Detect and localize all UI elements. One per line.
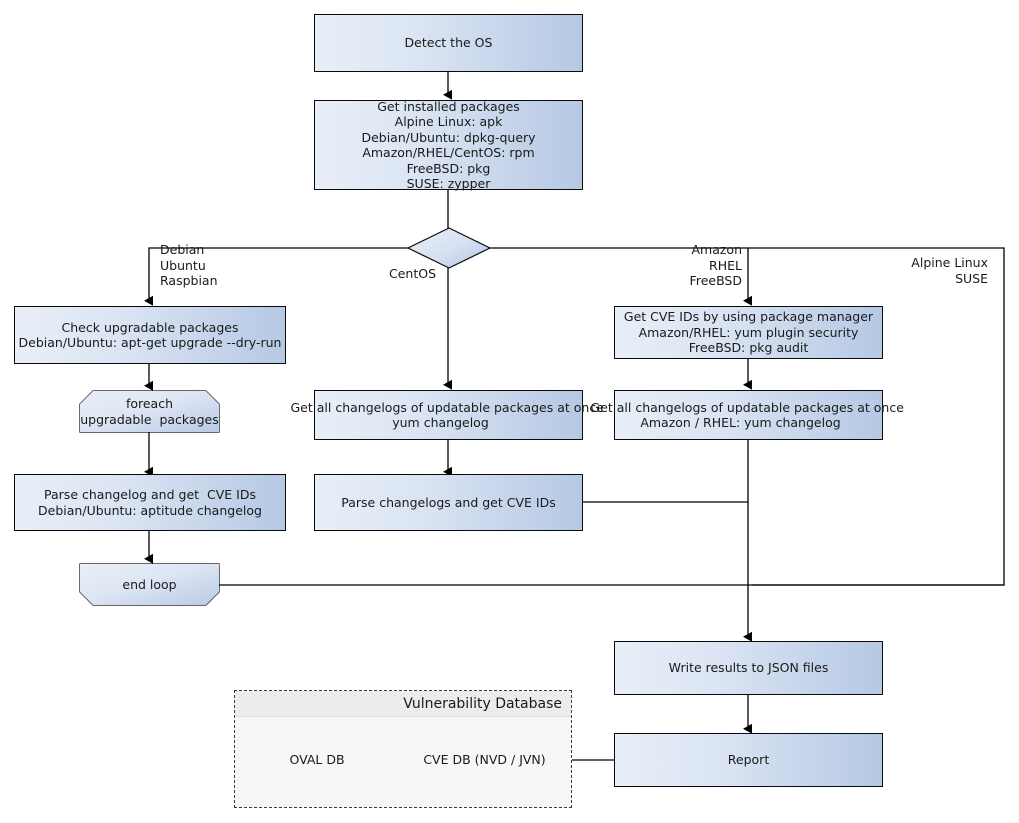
node-report-label: Report: [727, 752, 770, 768]
node-parse-changelogs-centos-label: Parse changelogs and get CVE IDs: [341, 494, 556, 510]
node-get-installed-packages[interactable]: Get installed packages Alpine Linux: apk…: [314, 98, 583, 192]
branch-label-alpine: Alpine Linux SUSE: [911, 255, 988, 286]
node-get-installed-packages-label: Get installed packages Alpine Linux: apk…: [361, 98, 536, 192]
node-changelogs-centos[interactable]: Get all changelogs of updatable packages…: [291, 390, 604, 440]
branch-label-debian: Debian Ubuntu Raspbian: [160, 242, 218, 288]
node-changelogs-centos-label: Get all changelogs of updatable packages…: [290, 399, 604, 431]
node-write-results-label: Write results to JSON files: [668, 660, 829, 676]
node-parse-changelog-debian-label: Parse changelog and get CVE IDs Debian/U…: [38, 487, 262, 518]
vulnerability-database-title: Vulnerability Database: [235, 691, 571, 717]
branch-label-amazon: Amazon RHEL FreeBSD: [689, 242, 742, 288]
node-foreach-loop[interactable]: foreach upgradable packages: [80, 391, 219, 432]
node-get-cve-ids-pkgmgr-label: Get CVE IDs by using package manager Ama…: [623, 309, 874, 356]
node-parse-changelog-debian[interactable]: Parse changelog and get CVE IDs Debian/U…: [14, 474, 286, 531]
node-changelogs-amazon-label: Get all changelogs of updatable packages…: [590, 399, 904, 431]
node-report[interactable]: Report: [614, 733, 883, 787]
node-detect-os-label: Detect the OS: [404, 35, 493, 51]
node-end-loop[interactable]: end loop: [80, 564, 219, 605]
node-check-upgradable-label: Check upgradable packages Debian/Ubuntu:…: [18, 319, 282, 351]
node-foreach-loop-label: foreach upgradable packages: [80, 396, 219, 427]
os-decision-diamond: [406, 227, 492, 269]
node-parse-changelogs-centos[interactable]: Parse changelogs and get CVE IDs: [314, 474, 583, 531]
node-detect-os[interactable]: Detect the OS: [314, 14, 583, 72]
vulnerability-database-group: Vulnerability Database: [234, 690, 572, 808]
branch-label-centos: CentOS: [389, 266, 437, 281]
node-check-upgradable[interactable]: Check upgradable packages Debian/Ubuntu:…: [14, 306, 286, 364]
node-end-loop-label: end loop: [122, 576, 177, 592]
node-write-results[interactable]: Write results to JSON files: [614, 641, 883, 695]
node-changelogs-amazon[interactable]: Get all changelogs of updatable packages…: [591, 390, 904, 440]
node-get-cve-ids-pkgmgr[interactable]: Get CVE IDs by using package manager Ama…: [614, 306, 883, 359]
